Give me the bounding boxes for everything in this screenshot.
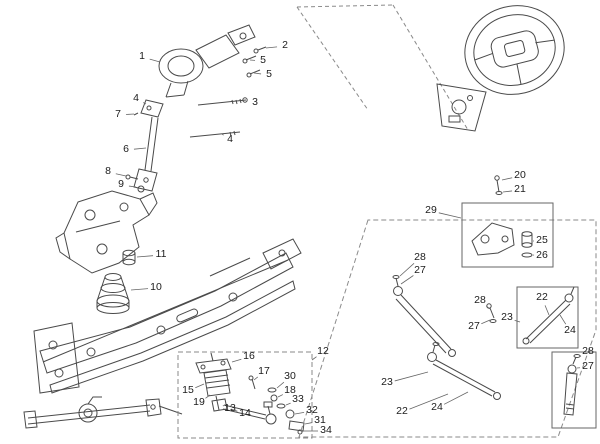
- rubber-boot-art: [96, 273, 130, 314]
- callout-7: 7: [115, 108, 121, 120]
- mount-bracket-art: [55, 190, 158, 274]
- callout-28: 28: [474, 294, 486, 306]
- callout-30: 30: [284, 370, 296, 382]
- steering-gear-box-art: [177, 351, 313, 439]
- callout-28: 28: [414, 251, 426, 263]
- callout-22: 22: [536, 291, 548, 303]
- callout-1: 1: [139, 50, 145, 62]
- callout-10: 10: [150, 281, 162, 293]
- callout-5: 5: [266, 68, 272, 80]
- steering-column-art: [158, 24, 267, 138]
- callout-23: 23: [381, 376, 393, 388]
- callout-27: 27: [414, 264, 426, 276]
- tie-rod-region-art: [298, 175, 597, 438]
- callout-2: 2: [282, 39, 288, 51]
- callout-4: 4: [227, 133, 233, 145]
- callout-13: 13: [224, 402, 236, 414]
- callout-12: 12: [317, 345, 329, 357]
- callout-23: 23: [501, 311, 513, 323]
- callout-9: 9: [118, 178, 124, 190]
- callout-16: 16: [243, 350, 255, 362]
- callout-19: 19: [193, 396, 205, 408]
- callout-17: 17: [258, 365, 270, 377]
- callout-27: 27: [582, 360, 594, 372]
- projection-dashed-lines: [296, 4, 469, 131]
- callout-6: 6: [123, 143, 129, 155]
- callout-24: 24: [564, 324, 576, 336]
- callout-24: 24: [431, 401, 443, 413]
- callout-32: 32: [306, 404, 318, 416]
- callout-11: 11: [155, 248, 167, 260]
- steering-wheel-art: [436, 5, 565, 132]
- callout-33: 33: [292, 393, 304, 405]
- callout-22: 22: [396, 405, 408, 417]
- callout-21: 21: [514, 183, 526, 195]
- chassis-frame-art: [33, 238, 302, 394]
- callout-28: 28: [582, 345, 594, 357]
- callout-25: 25: [536, 234, 548, 246]
- callout-3: 3: [252, 96, 258, 108]
- callout-18: 18: [284, 384, 296, 396]
- callout-4: 4: [133, 92, 139, 104]
- callout-5: 5: [260, 54, 266, 66]
- steering-shaft-art: [125, 99, 164, 193]
- front-axle-art: [23, 396, 183, 429]
- callout-15: 15: [182, 384, 194, 396]
- callout-29: 29: [425, 204, 437, 216]
- callout-14: 14: [239, 407, 251, 419]
- callout-8: 8: [105, 165, 111, 177]
- callout-34: 34: [320, 424, 332, 436]
- callout-31: 31: [314, 414, 326, 426]
- callout-27: 27: [468, 320, 480, 332]
- callout-26: 26: [536, 249, 548, 261]
- callout-20: 20: [514, 169, 526, 181]
- bushing-art: [122, 249, 136, 266]
